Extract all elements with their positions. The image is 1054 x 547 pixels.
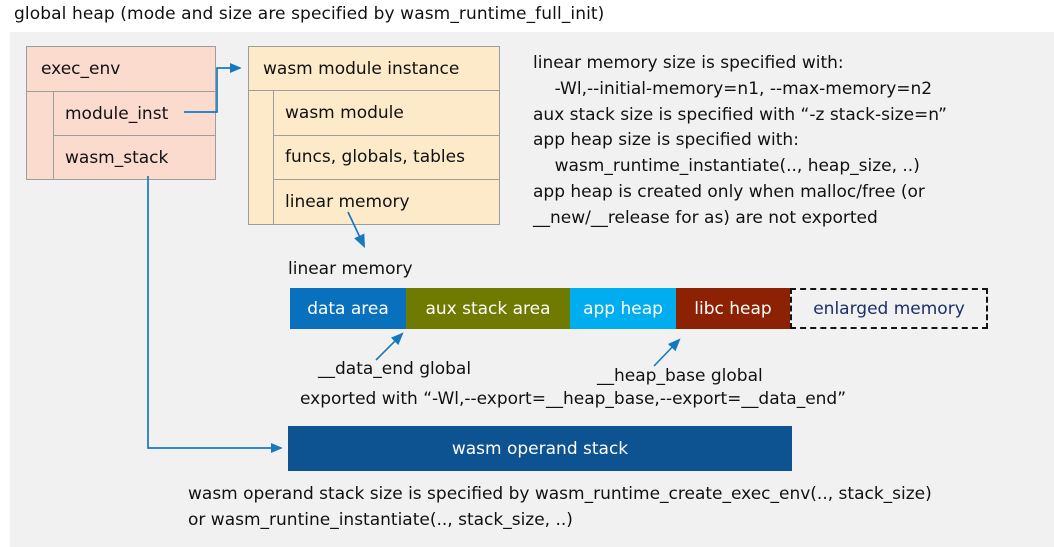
linear-memory-note: linear memory size is specified with: -W… xyxy=(533,53,947,228)
wasm-module-instance-gutter xyxy=(249,91,274,225)
exec-env-rows: module_inst wasm_stack xyxy=(54,92,215,180)
exec-env-gutter xyxy=(27,92,54,180)
linear-memory-label: linear memory xyxy=(288,259,413,279)
wasm-module-instance-box: wasm module instance wasm module funcs, … xyxy=(248,46,500,225)
annotation-heap-base: __heap_base global xyxy=(597,366,763,386)
module-field-funcs-globals-tables: funcs, globals, tables xyxy=(274,136,499,181)
exec-env-field-module-inst: module_inst xyxy=(54,92,215,136)
memory-segment-enlarged-memory: enlarged memory xyxy=(790,288,988,329)
annotation-data-end: __data_end global xyxy=(318,359,472,379)
module-field-wasm-module: wasm module xyxy=(274,91,499,136)
memory-segment-libc-heap: libc heap xyxy=(676,288,790,329)
wasm-module-instance-body: wasm module funcs, globals, tables linea… xyxy=(249,91,499,225)
wasm-operand-stack-note: wasm operand stack size is specified by … xyxy=(188,484,932,530)
exec-env-body: module_inst wasm_stack xyxy=(27,92,215,180)
module-field-linear-memory: linear memory xyxy=(285,192,410,213)
exec-env-field-wasm-stack: wasm_stack xyxy=(65,148,169,168)
annotation-exported-with: exported with “-Wl,--export=__heap_base,… xyxy=(300,389,847,409)
memory-segment-app-heap: app heap xyxy=(570,288,676,329)
memory-segment-data-area: data area xyxy=(290,288,406,329)
exec-env-header: exec_env xyxy=(27,47,215,92)
diagram-title: global heap (mode and size are specified… xyxy=(14,4,605,24)
wasm-module-instance-rows: wasm module funcs, globals, tables linea… xyxy=(274,91,499,225)
wasm-operand-stack-box: wasm operand stack xyxy=(288,426,792,471)
wasm-module-instance-header: wasm module instance xyxy=(249,47,499,91)
memory-segment-aux-stack-area: aux stack area xyxy=(406,288,570,329)
exec-env-box: exec_env module_inst wasm_stack xyxy=(26,46,216,180)
